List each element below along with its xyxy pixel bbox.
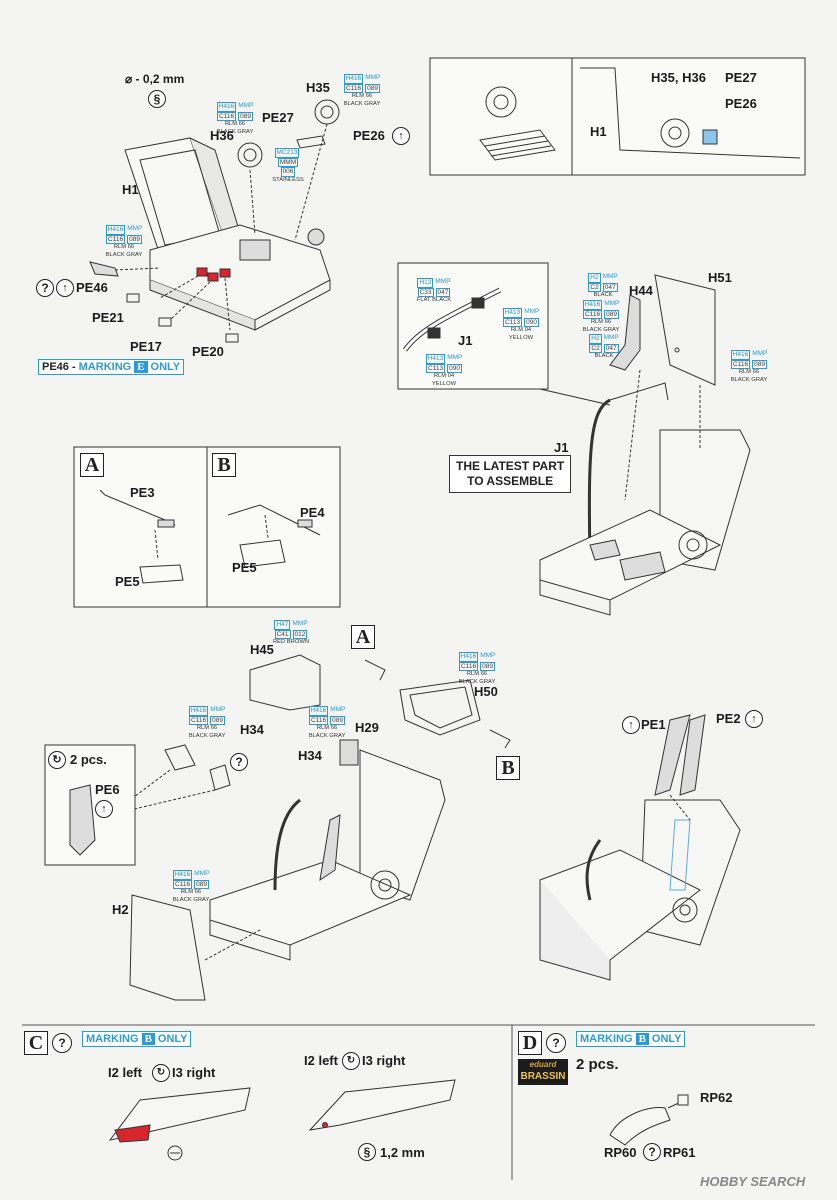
section-c-left-caption-b: I3 right: [172, 1065, 216, 1080]
part-label-h2: H2: [112, 902, 129, 917]
section-c-hole-size: 1,2 mm: [380, 1145, 425, 1160]
question-icon: ?: [52, 1033, 72, 1053]
part-label-h36: H36: [210, 128, 234, 143]
option-b-marker: B: [496, 756, 520, 780]
part-label-pe21: PE21: [92, 310, 124, 325]
part-label-pe46: PE46: [76, 280, 108, 295]
section-c-letter: C: [24, 1031, 48, 1055]
section-d-marking-badge: MARKING B ONLY: [576, 1031, 686, 1047]
part-label-pe6: PE6: [95, 782, 120, 797]
assembly-note-box: THE LATEST PART TO ASSEMBLE: [449, 455, 572, 493]
section-d-letter: D: [518, 1031, 542, 1055]
part-label-h44: H44: [629, 283, 653, 298]
detail-label-pe26: PE26: [725, 96, 757, 111]
detail-label-h1: H1: [590, 124, 607, 139]
part-label-pe26: PE26: [353, 128, 385, 143]
part-label-pe27: PE27: [262, 110, 294, 125]
part-label-rp62: RP62: [700, 1090, 733, 1105]
part-label-pe3: PE3: [130, 485, 155, 500]
part-label-pe4: PE4: [300, 505, 325, 520]
hole-size-label: ⌀ - 0,2 mm: [125, 72, 185, 86]
part-label-h35: H35: [306, 80, 330, 95]
part-label-h34-a: H34: [240, 722, 264, 737]
part-label-h50: H50: [474, 684, 498, 699]
part-label-j1: J1: [554, 440, 569, 455]
rotate-icon: ↻: [342, 1052, 360, 1070]
paint-callout-pe27: MC213 MMM 006 STAINLESS: [272, 148, 304, 183]
fold-arrow-icon: ↑: [392, 127, 410, 145]
part-label-h51: H51: [708, 270, 732, 285]
question-icon: ?: [546, 1033, 566, 1053]
option-a-marker: A: [351, 625, 375, 649]
section-c-right-caption-b: I3 right: [362, 1053, 406, 1068]
part-label-j1-inset: J1: [458, 333, 473, 348]
part-label-pe2: PE2: [716, 711, 741, 726]
pe46-marking-badge: PE46 - MARKING E ONLY: [38, 359, 185, 375]
part-label-pe17: PE17: [130, 339, 162, 354]
section-c-right-caption-a: I2 left: [304, 1053, 338, 1068]
fold-arrow-icon: ↑: [745, 710, 763, 728]
part-label-pe5-b: PE5: [232, 560, 257, 575]
part-label-pe1: PE1: [641, 717, 666, 732]
part-label-rp60: RP60: [604, 1145, 637, 1160]
rotate-icon: ↻: [152, 1064, 170, 1082]
section-c-left-caption-a: I2 left: [108, 1065, 142, 1080]
fold-arrow-icon: ↑: [56, 279, 74, 297]
part-label-pe5-a: PE5: [115, 574, 140, 589]
part-label-h45: H45: [250, 642, 274, 657]
part-label-h1: H1: [122, 182, 139, 197]
part-label-pe20: PE20: [192, 344, 224, 359]
question-icon: ?: [230, 753, 248, 771]
detail-label-pe27: PE27: [725, 70, 757, 85]
part-label-rp61: RP61: [663, 1145, 696, 1160]
section-c-marking-badge: MARKING B ONLY: [82, 1031, 192, 1047]
watermark-text: HOBBY SEARCH: [700, 1174, 806, 1189]
pe6-quantity: 2 pcs.: [70, 752, 107, 767]
detail-label-h35-h36: H35, H36: [651, 70, 706, 85]
fold-arrow-icon: ↑: [622, 716, 640, 734]
section-d-quantity: 2 pcs.: [576, 1056, 619, 1073]
question-icon: ?: [643, 1143, 661, 1161]
rotate-icon: ↻: [48, 751, 66, 769]
part-label-h29: H29: [355, 720, 379, 735]
question-icon: ?: [36, 279, 54, 297]
fold-arrow-icon: ↑: [95, 800, 113, 818]
option-a-letter: A: [80, 453, 104, 477]
part-label-h34-b: H34: [298, 748, 322, 763]
option-b-letter: B: [212, 453, 236, 477]
eduard-brassin-logo: eduard BRASSIN: [518, 1059, 568, 1085]
drill-icon: §: [358, 1143, 376, 1161]
drill-icon: §: [148, 90, 166, 108]
